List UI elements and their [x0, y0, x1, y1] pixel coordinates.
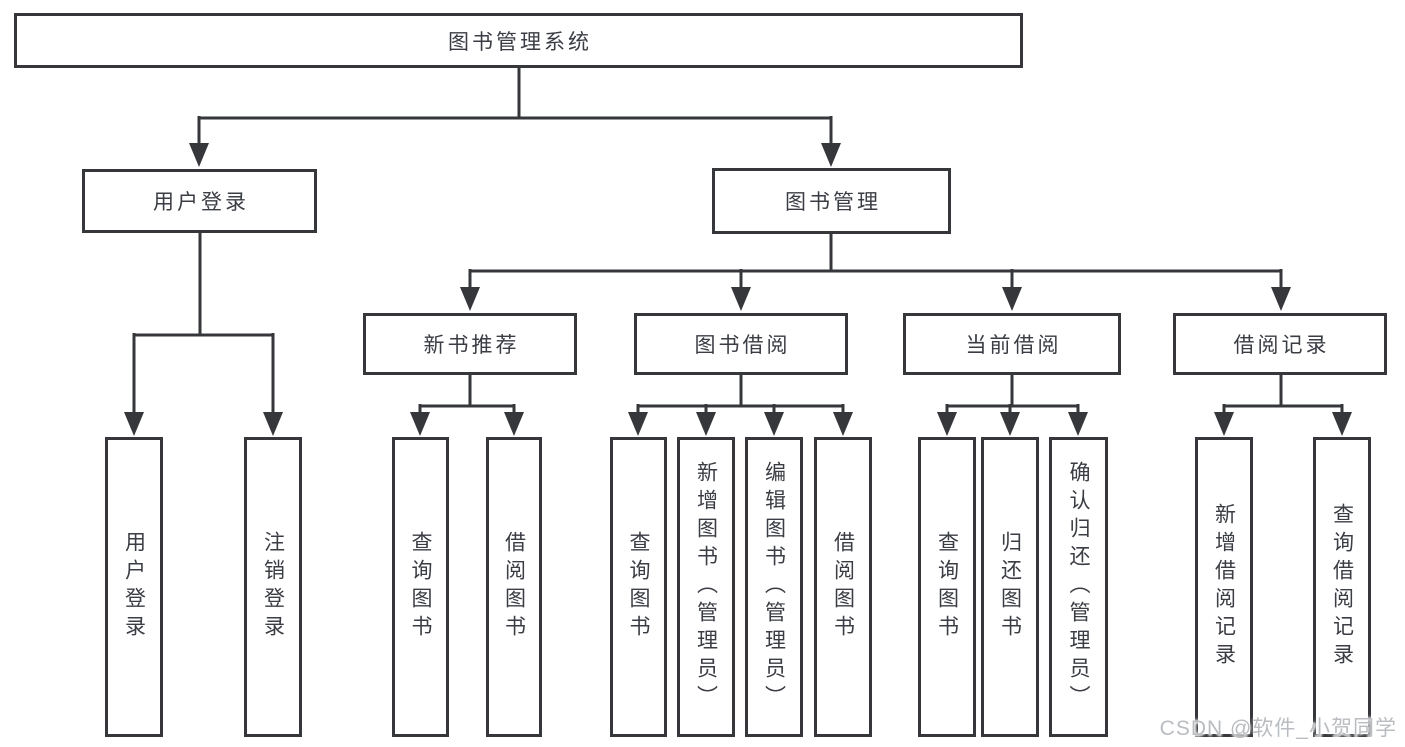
leaf-borrow-books-recommend: 借阅图书: [486, 437, 542, 737]
node-label: 新书推荐: [423, 334, 520, 357]
arrowhead: [460, 287, 480, 311]
arrowheads-level2: [189, 143, 841, 167]
leaf-add-borrow-record: 新增借阅记录: [1195, 437, 1253, 737]
leaf-borrow-books: 借阅图书: [814, 437, 872, 737]
arrowheads-level4: [124, 412, 1352, 436]
node-label: 图书管理: [785, 191, 881, 214]
connector-borrow-records-split: [1222, 373, 1344, 416]
node-borrow-records: 借阅记录: [1173, 313, 1387, 375]
arrowhead: [764, 412, 784, 436]
leaf-label: 查询图书: [935, 531, 959, 643]
arrowhead: [1000, 412, 1020, 436]
leaf-label: 新增借阅记录: [1212, 503, 1236, 671]
arrowhead: [1271, 287, 1291, 311]
leaf-query-books-current: 查询图书: [918, 437, 976, 737]
arrowhead: [263, 412, 283, 436]
leaf-add-book-admin: 新增图书（管理员）: [677, 437, 735, 737]
connector-root-split: [197, 66, 833, 147]
node-label: 用户登录: [153, 191, 249, 214]
node-label: 借阅记录: [1233, 334, 1330, 357]
leaf-label: 归还图书: [998, 531, 1022, 643]
arrowhead: [1214, 412, 1234, 436]
node-label: 图书管理系统: [448, 30, 592, 54]
leaf-label: 新增图书（管理员）: [694, 461, 718, 713]
leaf-label: 用户登录: [122, 531, 146, 643]
node-label: 图书借阅: [694, 334, 791, 357]
leaf-label: 查询图书: [409, 531, 432, 643]
arrowhead: [410, 412, 430, 436]
connector-book-borrow-split: [636, 373, 845, 416]
leaf-label: 确认归还（管理员）: [1067, 461, 1090, 713]
node-book-borrow: 图书借阅: [634, 313, 848, 375]
leaf-user-login: 用户登录: [105, 437, 163, 737]
arrowheads-level3: [460, 287, 1291, 311]
node-user-login: 用户登录: [82, 169, 317, 233]
arrowhead: [696, 412, 716, 436]
arrowhead: [124, 412, 144, 436]
leaf-return-book: 归还图书: [981, 437, 1039, 737]
arrowhead: [189, 143, 209, 167]
arrowhead: [833, 412, 853, 436]
leaf-label: 注销登录: [261, 531, 285, 643]
arrowhead: [504, 412, 524, 436]
leaf-confirm-return-admin: 确认归还（管理员）: [1049, 437, 1108, 737]
leaf-label: 查询图书: [627, 531, 650, 643]
arrowhead: [1068, 412, 1088, 436]
node-current-borrow: 当前借阅: [903, 313, 1121, 375]
leaf-query-books-borrow: 查询图书: [610, 437, 667, 737]
leaf-label: 借阅图书: [831, 531, 855, 643]
leaf-label: 查询借阅记录: [1330, 503, 1354, 671]
node-root: 图书管理系统: [14, 13, 1023, 68]
arrowhead: [821, 143, 841, 167]
node-book-management: 图书管理: [712, 168, 951, 234]
connector-user-login-split: [132, 231, 275, 416]
csdn-watermark: CSDN @软件_小贺同学: [1159, 717, 1397, 740]
connector-new-book-split: [418, 373, 516, 416]
arrowhead: [1002, 287, 1022, 311]
leaf-label: 借阅图书: [502, 531, 526, 643]
leaf-query-borrow-record: 查询借阅记录: [1313, 437, 1371, 737]
arrowhead: [1332, 412, 1352, 436]
node-new-book-recommend: 新书推荐: [363, 313, 577, 375]
node-label: 当前借阅: [965, 334, 1062, 357]
arrowhead: [731, 287, 751, 311]
leaf-logout: 注销登录: [244, 437, 302, 737]
leaf-edit-book-admin: 编辑图书（管理员）: [745, 437, 803, 737]
leaf-query-books-recommend: 查询图书: [392, 437, 449, 737]
connector-book-management-split: [468, 232, 1283, 292]
connector-current-borrow-split: [945, 373, 1080, 416]
arrowhead: [628, 412, 648, 436]
arrowhead: [937, 412, 957, 436]
leaf-label: 编辑图书（管理员）: [762, 461, 786, 713]
